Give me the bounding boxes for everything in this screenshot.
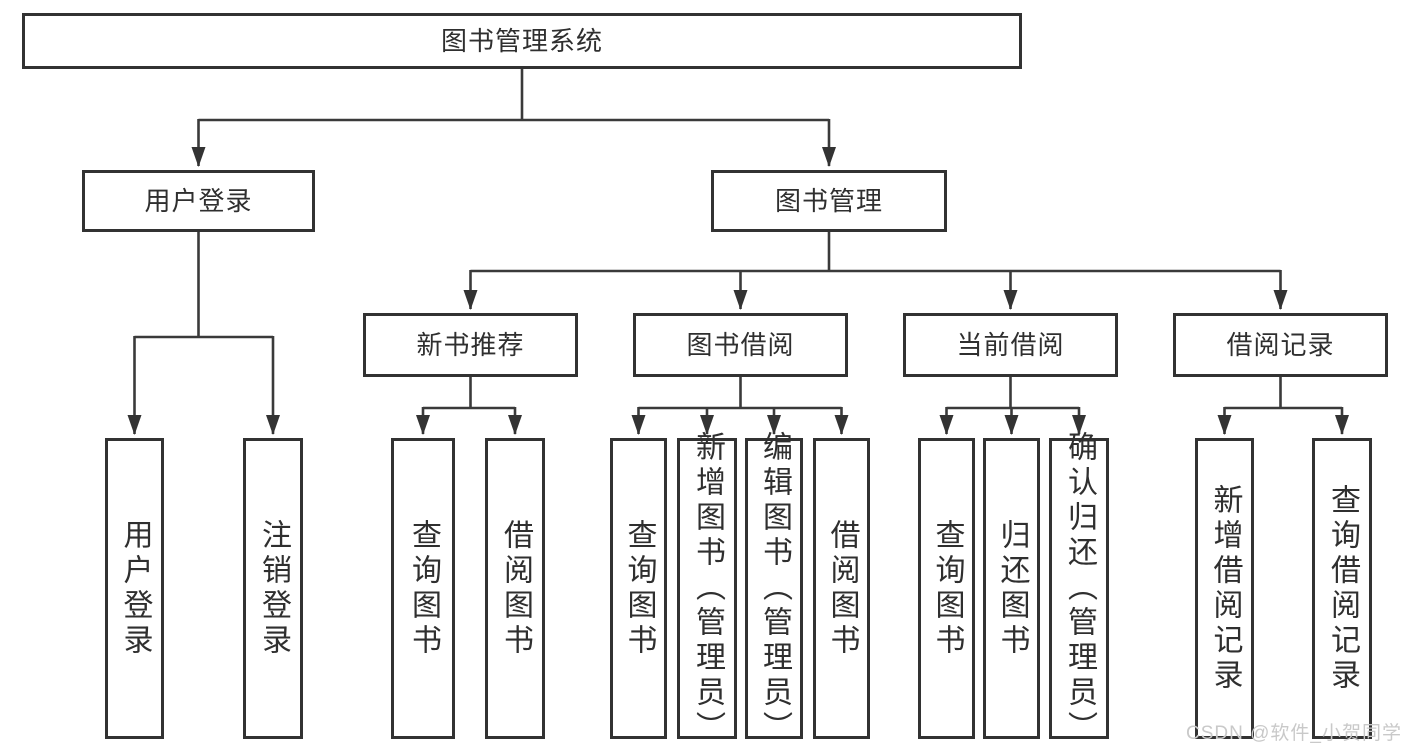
leaf-label: 查询图书 (407, 518, 440, 659)
leaf-add-book-admin: 新增图书（管理员） (677, 431, 737, 746)
connector-root (191, 69, 836, 167)
node-label: 图书借阅 (686, 330, 795, 360)
node-new-book-recommend: 新书推荐 (363, 313, 578, 377)
leaf-confirm-return-admin: 确认归还（管理员） (1049, 431, 1109, 746)
leaf-query-books-borrow: 查询图书 (610, 438, 667, 739)
connector-new-book-recommend (416, 376, 522, 435)
leaf-label: 归还图书 (995, 518, 1029, 659)
connector-user-login (127, 231, 280, 435)
leaf-label: 注销登录 (257, 518, 290, 659)
node-label: 图书管理系统 (440, 26, 603, 56)
leaf-query-borrow-record: 查询借阅记录 (1312, 438, 1372, 739)
leaf-return-books: 归还图书 (983, 438, 1040, 739)
leaf-borrow-books-recommend: 借阅图书 (485, 438, 545, 739)
connector-current-borrow (939, 376, 1086, 435)
leaf-query-books-current: 查询图书 (918, 438, 975, 739)
node-label: 用户登录 (144, 186, 253, 216)
leaf-edit-book-admin: 编辑图书（管理员） (745, 431, 803, 746)
leaf-label: 查询图书 (930, 518, 964, 659)
node-label: 当前借阅 (956, 330, 1065, 360)
leaf-label: 新增借阅记录 (1208, 483, 1242, 694)
leaf-user-login: 用户登录 (105, 438, 164, 739)
leaf-label: 编辑图书（管理员） (758, 431, 791, 746)
leaf-label: 新增图书（管理员） (691, 431, 724, 746)
node-root-library-system: 图书管理系统 (22, 13, 1022, 69)
node-user-login: 用户登录 (82, 170, 315, 232)
leaf-add-borrow-record: 新增借阅记录 (1195, 438, 1254, 739)
node-current-borrow: 当前借阅 (903, 313, 1118, 377)
connector-borrow-records (1217, 376, 1349, 435)
node-borrow-records: 借阅记录 (1173, 313, 1388, 377)
leaf-query-books-recommend: 查询图书 (391, 438, 455, 739)
node-book-management: 图书管理 (711, 170, 947, 232)
leaf-logout: 注销登录 (243, 438, 303, 739)
leaf-label: 用户登录 (118, 518, 152, 659)
leaf-label: 查询图书 (622, 518, 656, 659)
leaf-label: 确认归还（管理员） (1063, 431, 1096, 746)
leaf-label: 借阅图书 (499, 518, 532, 659)
connector-book-management (463, 231, 1288, 310)
leaf-borrow-books: 借阅图书 (813, 438, 870, 739)
leaf-label: 借阅图书 (825, 518, 859, 659)
connector-book-borrow (631, 376, 849, 435)
node-label: 借阅记录 (1226, 330, 1335, 360)
csdn-watermark: CSDN @软件_小贺同学 (1186, 723, 1402, 744)
node-book-borrow: 图书借阅 (633, 313, 848, 377)
leaf-label: 查询借阅记录 (1326, 483, 1359, 694)
node-label: 新书推荐 (416, 330, 525, 360)
node-label: 图书管理 (774, 186, 883, 216)
